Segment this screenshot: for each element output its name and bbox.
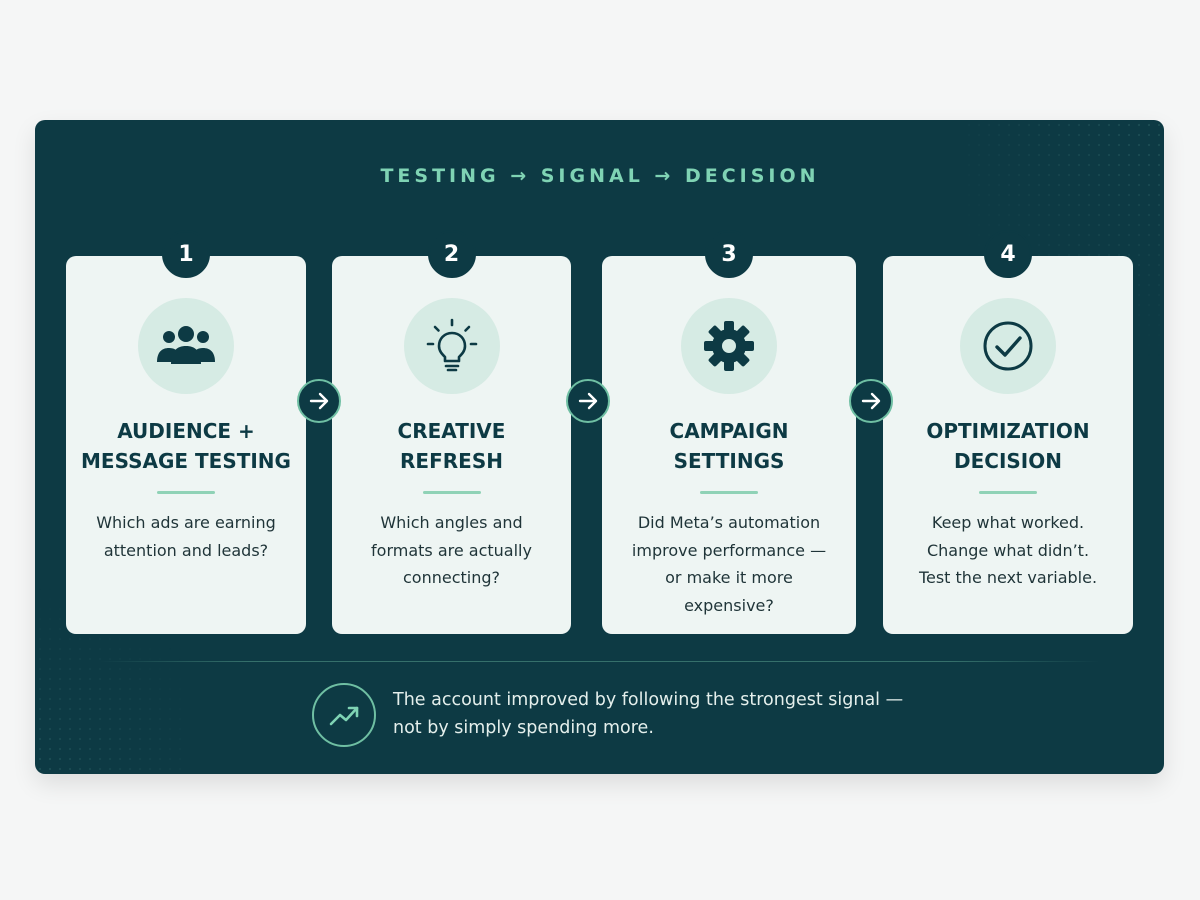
- step-card-campaign-settings: 3 CAMPAIGN SETTINGS Did Meta’s automatio…: [602, 230, 856, 634]
- summary-text: The account improved by following the st…: [393, 690, 904, 738]
- title-underline: [979, 491, 1037, 494]
- step-title: CAMPAIGN SETTINGS: [669, 419, 789, 473]
- step-number-badge: 2: [427, 230, 476, 278]
- page-title: TESTING → SIGNAL → DECISION: [380, 165, 820, 187]
- lightbulb-icon: [403, 298, 500, 394]
- step-card-optimization-decision: 4 OPTIMIZATION DECISION Keep what worked…: [883, 230, 1133, 634]
- step-card-creative-refresh: 2 CREATIVE REFRESH Which angles and form…: [332, 230, 571, 634]
- step-number-badge: 3: [705, 230, 753, 278]
- title-underline: [422, 491, 481, 494]
- step-number-badge: 4: [984, 230, 1032, 278]
- users-icon: [138, 298, 234, 394]
- step-title: CREATIVE REFRESH: [397, 419, 506, 473]
- gear-icon: [681, 298, 777, 394]
- section-divider: [100, 661, 1100, 662]
- trend-up-icon: [312, 683, 376, 747]
- step-description: Did Meta’s automation improve performanc…: [631, 513, 827, 615]
- arrow-right-icon: [849, 379, 893, 423]
- title-underline: [157, 491, 215, 494]
- step-card-audience-testing: 1 AUDIENCE + MESSAGE TESTING Which ads a…: [66, 230, 306, 634]
- step-title: AUDIENCE + MESSAGE TESTING: [81, 419, 291, 473]
- step-number-badge: 1: [162, 230, 210, 278]
- arrow-right-icon: [297, 379, 341, 423]
- title-underline: [700, 491, 758, 494]
- step-description: Keep what worked. Change what didn’t. Te…: [918, 513, 1098, 587]
- step-description: Which ads are earning attention and lead…: [96, 513, 276, 560]
- step-title: OPTIMIZATION DECISION: [926, 419, 1090, 473]
- check-circle-icon: [960, 298, 1056, 394]
- step-description: Which angles and formats are actually co…: [371, 513, 532, 587]
- arrow-right-icon: [566, 379, 610, 423]
